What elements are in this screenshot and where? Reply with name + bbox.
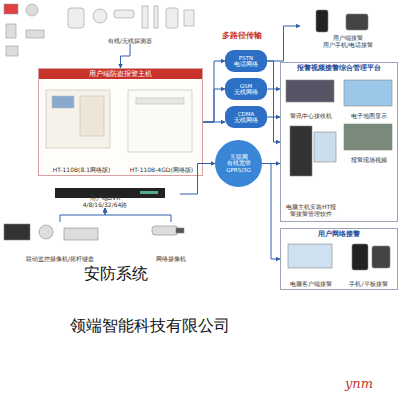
detector-group: 有线/无线探测器 [60, 2, 200, 44]
signal-connector [262, 164, 280, 260]
signal-connector [60, 208, 105, 222]
node-text: PSTN [239, 55, 253, 62]
signal-connector [267, 89, 280, 90]
camera-group: 网络摄像机 [145, 222, 197, 262]
network-cloud: CDMA无线网络 [225, 106, 267, 128]
node-text: 警讯中心接收机 [290, 112, 332, 119]
node-text: 用户端接警 [333, 34, 363, 41]
signal-connector [267, 26, 300, 61]
node-text: 联动监控摄像机/摇杆键盘 [26, 255, 94, 262]
node-text: 电脑主机安装HT报警接警管理软件 [284, 203, 338, 217]
network-receiver-box: 用户网络接警电脑客户端接警 手机/平板接警 [280, 228, 398, 290]
system-title: 安防系统 [84, 264, 148, 285]
node-text: 无线网络 [234, 89, 258, 96]
node-text: 网络摄像机 [156, 255, 186, 262]
watermark: ynm [345, 376, 373, 391]
phone-receiver: 用户端接警用户手机/电话接警 [300, 4, 396, 48]
camera-icons [4, 224, 184, 240]
node-text: CDMA [238, 111, 255, 118]
dvr-box: 用户端DVR4/8/16/32/64路 [30, 180, 180, 208]
alarm-panel: HT-110B-4GD(网络版) [124, 87, 199, 173]
signal-connector [121, 44, 131, 68]
signal-connector [267, 117, 280, 118]
alarm-panel: HT-110B(8.1网络版) [44, 87, 119, 173]
client-device: 电脑客户端接警 [284, 243, 338, 287]
platform-device: 警讯中心接收机 [284, 79, 338, 119]
camera-group: 联动监控摄像机/摇杆键盘 [0, 222, 120, 262]
siren-icons [4, 4, 44, 56]
network-cloud: PSTN电话网络 [225, 50, 267, 72]
node-text: GSM [240, 83, 253, 90]
node-text: 4/8/16/32/64路 [83, 201, 128, 208]
node-text: 电脑客户端接警 [290, 280, 332, 287]
node-text: 无线网络 [234, 117, 258, 124]
node-text: 电子地图显示 [351, 112, 387, 119]
platform-device: 报警现场视频 [341, 123, 396, 163]
node-text: 用户手机/电话接警 [323, 41, 373, 48]
node-text: HT-110B(8.1网络版) [53, 166, 111, 173]
alarm-host-box: 用户端防盗报警主机 HT-110B(8.1网络版) HT-110B-4GD(网络版) [38, 68, 203, 176]
platform-equipment [286, 80, 392, 270]
node-text: 有线/无线探测器 [108, 37, 152, 44]
node-text: 用户端防盗报警主机 [39, 69, 202, 79]
node-text: HT-110B-4GD(网络版) [130, 166, 193, 173]
node-text: 报警现场视频 [351, 156, 387, 163]
node-text: 有线宽带 [227, 160, 251, 167]
detector-icons [68, 6, 194, 28]
client-device: 手机/平板接警 [341, 243, 396, 287]
platform-device: 电子地图显示 [341, 79, 396, 119]
phone-icons [316, 10, 368, 32]
node-text: 用户端DVR [90, 194, 121, 201]
node-text: 互联网 [230, 154, 248, 161]
node-text: 手机/平板接警 [349, 280, 387, 287]
transmission-heading: 多路径传输 [222, 30, 262, 41]
platform-box: 报警视频接警综合管理平台警讯中心接收机电脑主机安装HT报警接警管理软件 电子地图显… [280, 62, 398, 222]
node-text: 电话网络 [234, 61, 258, 68]
signal-connector [267, 61, 280, 142]
signal-connector [203, 122, 225, 123]
signal-connector [203, 61, 225, 122]
company-name: 领端智能科技有限公司 [70, 316, 230, 337]
platform-device: 电脑主机安装HT报警接警管理软件 [284, 123, 338, 217]
signal-connector [262, 163, 280, 164]
internet-globe: 互联网有线宽带GPRS/3G [215, 140, 262, 187]
signal-connector [203, 89, 225, 122]
signal-connector [105, 208, 171, 222]
network-cloud: GSM无线网络 [225, 78, 267, 100]
node-text: 报警视频接警综合管理平台 [297, 63, 381, 74]
node-text: GPRS/3G [226, 167, 251, 174]
node-text: 用户网络接警 [318, 229, 360, 240]
